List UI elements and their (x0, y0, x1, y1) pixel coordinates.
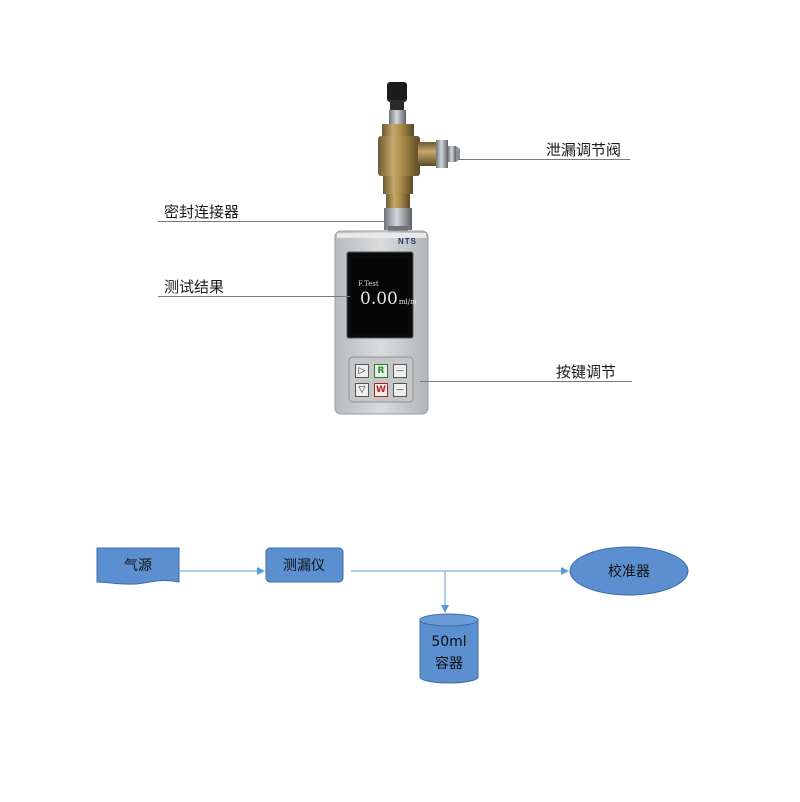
leader-leak-valve (458, 159, 630, 160)
label-leak-tester: 测漏仪 (283, 558, 325, 574)
key-up[interactable]: — (393, 364, 407, 378)
label-container-volume: 50ml (431, 634, 466, 650)
leader-seal-connector (158, 221, 386, 222)
valve-knob[interactable] (387, 82, 407, 110)
callout-leak-valve: 泄漏调节阀 (546, 141, 622, 159)
callout-key-adjust: 按键调节 (556, 363, 617, 381)
key-down2-glyph: — (396, 385, 404, 394)
screen-value-row: 0.00ml/m (360, 289, 417, 309)
callout-test-result: 测试结果 (164, 278, 225, 296)
node-gas-source (96, 547, 180, 585)
key-down-glyph: ▽ (358, 385, 366, 395)
leader-key-adjust (420, 381, 632, 382)
key-w-glyph: W (376, 385, 386, 395)
screen-unit: ml/m (398, 298, 417, 306)
label-container: 容器 (435, 655, 463, 672)
key-right-glyph: ▷ (358, 366, 366, 376)
screen-value: 0.00 (360, 289, 398, 309)
seal-connector (384, 208, 412, 234)
node-container (419, 613, 479, 684)
leak-valve-outlet (418, 140, 460, 168)
screen-mode-text: F.Test (358, 280, 379, 288)
key-r-glyph: R (377, 366, 385, 376)
label-calibrator: 校准器 (608, 563, 650, 580)
callout-seal-connector: 密封连接器 (164, 203, 240, 221)
key-r[interactable]: R (374, 364, 388, 378)
brand-logo: NTS (398, 237, 417, 246)
key-down[interactable]: ▽ (355, 383, 369, 397)
valve-body (378, 110, 420, 208)
key-down2[interactable]: — (393, 383, 407, 397)
key-w[interactable]: W (374, 383, 388, 397)
device-screen (346, 251, 414, 339)
node-leak-tester (265, 547, 344, 583)
key-right[interactable]: ▷ (355, 364, 369, 378)
label-gas-source: 气源 (124, 558, 152, 574)
node-calibrator (569, 546, 689, 596)
leader-test-result (158, 296, 350, 297)
key-up-glyph: — (396, 366, 404, 375)
